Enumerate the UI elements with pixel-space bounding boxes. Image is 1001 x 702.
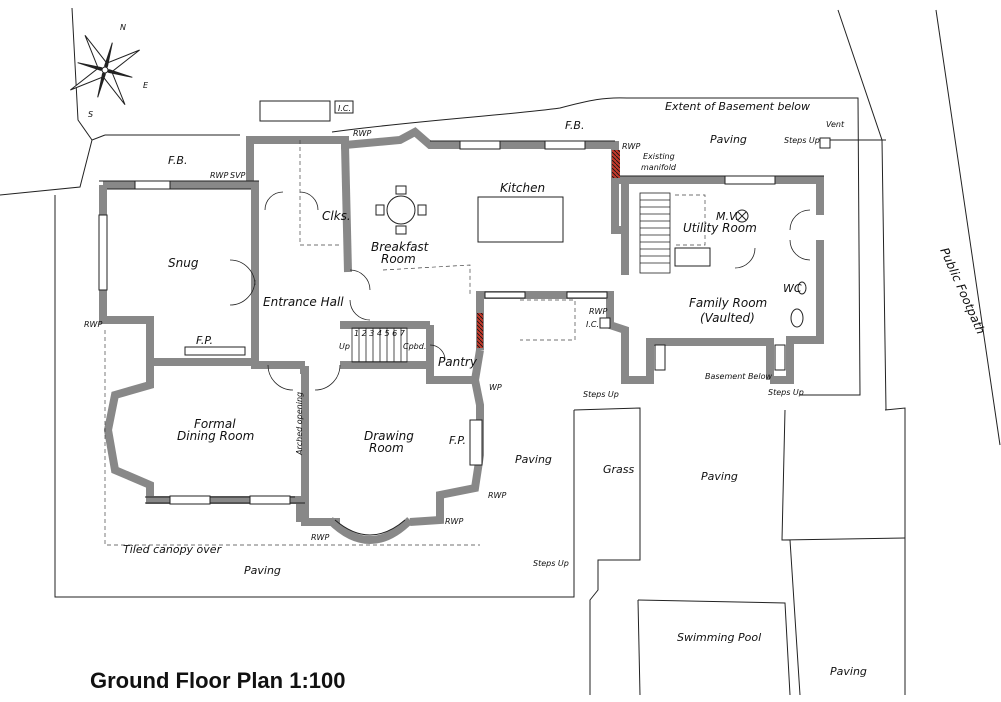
plan-title: Ground Floor Plan 1:100 (90, 668, 346, 693)
paving-label-2: Paving (701, 470, 738, 483)
fb-label-top: F.B. (565, 119, 584, 132)
paving-label-3: Paving (244, 564, 281, 577)
wp-label: WP (489, 383, 502, 392)
grass-label: Grass (603, 463, 635, 476)
existing-label: Existing (643, 152, 675, 161)
arched-opening-label: Arched opening (295, 392, 304, 456)
steps-up-2: Steps Up (768, 388, 804, 397)
pool-label: Swimming Pool (677, 631, 761, 644)
entrance-hall-label: Entrance Hall (263, 295, 344, 309)
south-label: S (88, 110, 93, 119)
fp-drawing-label: F.P. (449, 434, 466, 447)
breakfast-label-1: Breakfast (371, 240, 430, 254)
site-boundary (0, 7, 1001, 696)
pantry-label: Pantry (438, 355, 478, 369)
ic-label-mid: I.C. (586, 320, 599, 329)
footpath-label: Public Footpath (937, 246, 988, 337)
drawing-fireplace (469, 419, 483, 466)
utility-appliances (674, 247, 711, 267)
breakfast-label-2: Room (381, 252, 416, 266)
mv-label: M.V. (716, 210, 739, 223)
east-label: E (143, 81, 149, 90)
rwp-bottom: RWP (311, 533, 329, 542)
snug-label: Snug (168, 256, 199, 270)
steps-up-3: Steps Up (533, 559, 569, 568)
fp-snug-label: F.P. (196, 334, 213, 347)
rwp-drawing: RWP (488, 491, 506, 500)
paving-label-1: Paving (515, 453, 552, 466)
wc-label: WC (783, 282, 802, 295)
rwp-kitchen: RWP (622, 142, 640, 151)
basement-below-label: Basement Below (705, 372, 772, 381)
rwp-top: RWP (353, 129, 371, 138)
paving-label-4: Paving (830, 665, 867, 678)
fb-label-left: F.B. (168, 154, 187, 167)
utility-label: Utility Room (683, 221, 757, 235)
steps-up-1: Steps Up (583, 390, 619, 399)
windows (98, 140, 786, 505)
kitchen-island (477, 196, 564, 243)
north-label: N (120, 23, 126, 32)
family-label-1: Family Room (689, 296, 767, 310)
brick-hatch-2 (477, 313, 483, 348)
basement-paving-label: Paving (710, 133, 747, 146)
up-label: Up (339, 342, 350, 351)
cpbd-label: Cpbd. (403, 342, 426, 351)
tiled-canopy-label: Tiled canopy over (123, 543, 223, 556)
wc-basin (797, 281, 807, 295)
drawing-label-1: Drawing (364, 429, 414, 443)
kitchen-label: Kitchen (500, 181, 545, 195)
breakfast-table (375, 185, 427, 235)
svp-label: SVP (230, 171, 246, 180)
basement-label: Extent of Basement below (665, 100, 810, 113)
manifold-label: manifold (641, 163, 677, 172)
drawing-label-2: Room (369, 441, 404, 455)
garden-boundary-curve (331, 97, 628, 133)
rwp-left: RWP (84, 320, 102, 329)
formal-label-1: Formal (194, 417, 236, 431)
stair-numbers: 1 2 3 4 5 6 7 (354, 329, 406, 338)
external-walls (99, 127, 824, 526)
steps-up-basement: Steps Up (784, 136, 820, 145)
ic-label-top: I.C. (338, 104, 351, 113)
snug-fireplace (184, 346, 246, 356)
basement-extent (627, 97, 886, 396)
rwp-mid: RWP (589, 307, 607, 316)
wc-pan (790, 308, 804, 328)
basement-stairs (639, 192, 671, 274)
bay-window (327, 517, 413, 544)
family-label-2: (Vaulted) (700, 311, 755, 325)
rwp-snug: RWP (210, 171, 228, 180)
formal-label-2: Dining Room (177, 429, 254, 443)
doors (229, 191, 811, 391)
clks-label: Clks. (322, 209, 351, 223)
compass-rose (70, 35, 140, 105)
dashed-lines (104, 140, 706, 546)
brick-hatch-1 (612, 150, 620, 178)
hall-stairs (351, 327, 408, 363)
vent-label: Vent (826, 120, 845, 129)
rwp-bay: RWP (445, 517, 463, 526)
